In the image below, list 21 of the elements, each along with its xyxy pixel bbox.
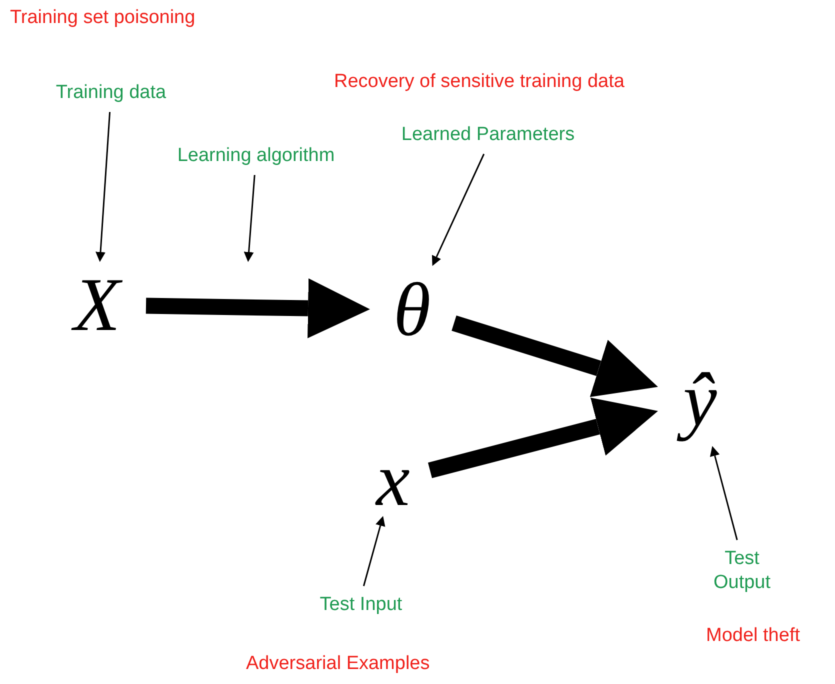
- arrow: [428, 398, 658, 478]
- node-text: Learning algorithm: [150, 143, 362, 169]
- node-text: Learned Parameters: [370, 122, 606, 148]
- node-text: Test Output: [700, 546, 784, 596]
- annotation-text: Model theft: [706, 624, 800, 648]
- leader-line: [244, 174, 256, 262]
- leader-line: [432, 154, 485, 266]
- annotation-text: Adversarial Examples: [246, 652, 430, 676]
- annotation-text: Training set poisoning: [10, 6, 196, 30]
- math-symbol: X: [62, 268, 132, 342]
- leader-line: [710, 446, 738, 540]
- leader-line: [96, 112, 111, 262]
- math-symbol: ŷ: [672, 360, 728, 440]
- arrow: [146, 278, 370, 338]
- math-symbol: θ: [384, 272, 440, 348]
- math-symbol: x: [370, 450, 416, 510]
- leader-line: [362, 516, 386, 586]
- node-text: Test Input: [302, 592, 420, 618]
- node-text: Training data: [36, 80, 186, 106]
- annotation-text: Recovery of sensitive training data: [334, 70, 624, 94]
- arrow: [452, 315, 658, 398]
